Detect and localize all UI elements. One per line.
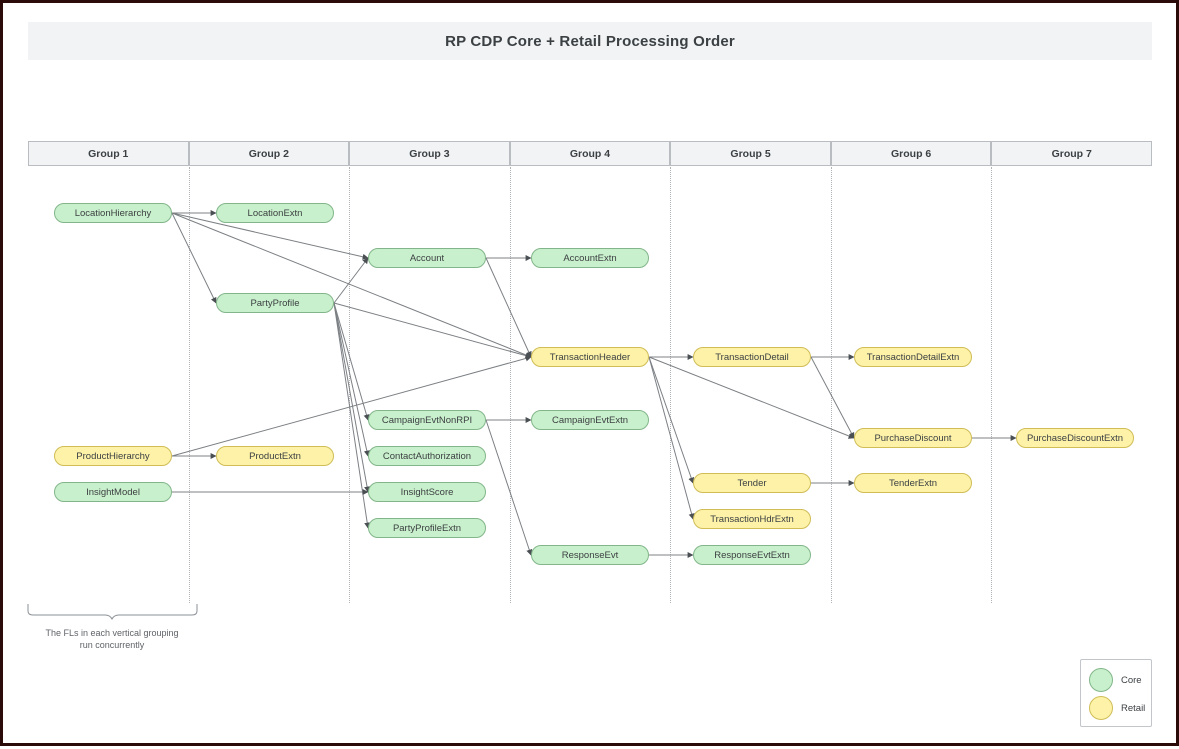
node-productextn[interactable]: ProductExtn <box>216 446 334 466</box>
node-responseevt[interactable]: ResponseEvt <box>531 545 649 565</box>
node-producthierarchy[interactable]: ProductHierarchy <box>54 446 172 466</box>
group-header-5: Group 5 <box>670 141 831 166</box>
group-header-7: Group 7 <box>991 141 1152 166</box>
edge-partyprofile-to-account <box>333 257 369 304</box>
group-header-6: Group 6 <box>830 141 992 166</box>
edge-transactiondetail-to-purchasediscount <box>810 356 855 439</box>
group-header-2: Group 2 <box>188 141 350 166</box>
node-account[interactable]: Account <box>368 248 486 268</box>
node-transactionheader[interactable]: TransactionHeader <box>531 347 649 367</box>
legend-item-retail: Retail <box>1081 694 1151 722</box>
edge-transactionheader-to-purchasediscount <box>648 356 855 439</box>
column-divider-6 <box>991 167 993 603</box>
node-purchasediscount[interactable]: PurchaseDiscount <box>854 428 972 448</box>
legend-item-core: Core <box>1081 666 1151 694</box>
node-purchasediscountextn[interactable]: PurchaseDiscountExtn <box>1016 428 1134 448</box>
group-header-4: Group 4 <box>509 141 671 166</box>
node-contactauthorization[interactable]: ContactAuthorization <box>368 446 486 466</box>
node-insightscore[interactable]: InsightScore <box>368 482 486 502</box>
node-transactionhdrextn[interactable]: TransactionHdrExtn <box>693 509 811 529</box>
node-insightmodel[interactable]: InsightModel <box>54 482 172 502</box>
column-divider-4 <box>670 167 672 603</box>
legend-label: Core <box>1121 674 1142 686</box>
diagram-title-bar: RP CDP Core + Retail Processing Order <box>28 22 1152 60</box>
node-partyprofile[interactable]: PartyProfile <box>216 293 334 313</box>
concurrency-brace-icon <box>27 604 198 621</box>
node-tender[interactable]: Tender <box>693 473 811 493</box>
page-title: RP CDP Core + Retail Processing Order <box>445 32 735 50</box>
node-locationextn[interactable]: LocationExtn <box>216 203 334 223</box>
column-divider-5 <box>830 167 832 603</box>
group-header-1: Group 1 <box>28 141 189 166</box>
column-divider-1 <box>188 167 190 603</box>
edge-partyprofile-to-contactauthorization <box>333 302 370 457</box>
concurrency-note: The FLs in each vertical grouping run co… <box>45 628 179 650</box>
edge-campaignevtnonrpi-to-responseevt <box>485 419 533 556</box>
retail-swatch-icon <box>1089 696 1113 720</box>
node-locationhierarchy[interactable]: LocationHierarchy <box>54 203 172 223</box>
node-accountextn[interactable]: AccountExtn <box>531 248 649 268</box>
node-campaignevtextn[interactable]: CampaignEvtExtn <box>531 410 649 430</box>
edge-producthierarchy-to-transactionheader <box>171 355 532 457</box>
edge-partyprofile-to-insightscore <box>333 302 370 493</box>
node-transactiondetailextn[interactable]: TransactionDetailExtn <box>854 347 972 367</box>
column-divider-3 <box>509 167 511 603</box>
core-swatch-icon <box>1089 668 1113 692</box>
column-divider-2 <box>349 167 351 603</box>
edge-account-to-transactionheader <box>485 257 532 358</box>
node-partyprofileextn[interactable]: PartyProfileExtn <box>368 518 486 538</box>
edge-locationhierarchy-to-transactionheader <box>171 212 532 358</box>
legend-label: Retail <box>1121 702 1146 714</box>
node-tenderextn[interactable]: TenderExtn <box>854 473 972 493</box>
node-campaignevtnonrpi[interactable]: CampaignEvtNonRPI <box>368 410 486 430</box>
edge-partyprofile-to-transactionheader <box>333 302 532 359</box>
edge-locationhierarchy-to-partyprofile <box>171 212 217 304</box>
edge-partyprofile-to-campaignevtnonrpi <box>333 302 370 421</box>
node-responseevtextn[interactable]: ResponseEvtExtn <box>693 545 811 565</box>
group-header-3: Group 3 <box>349 141 510 166</box>
edge-partyprofile-to-partyprofileextn <box>333 302 371 529</box>
node-transactiondetail[interactable]: TransactionDetail <box>693 347 811 367</box>
